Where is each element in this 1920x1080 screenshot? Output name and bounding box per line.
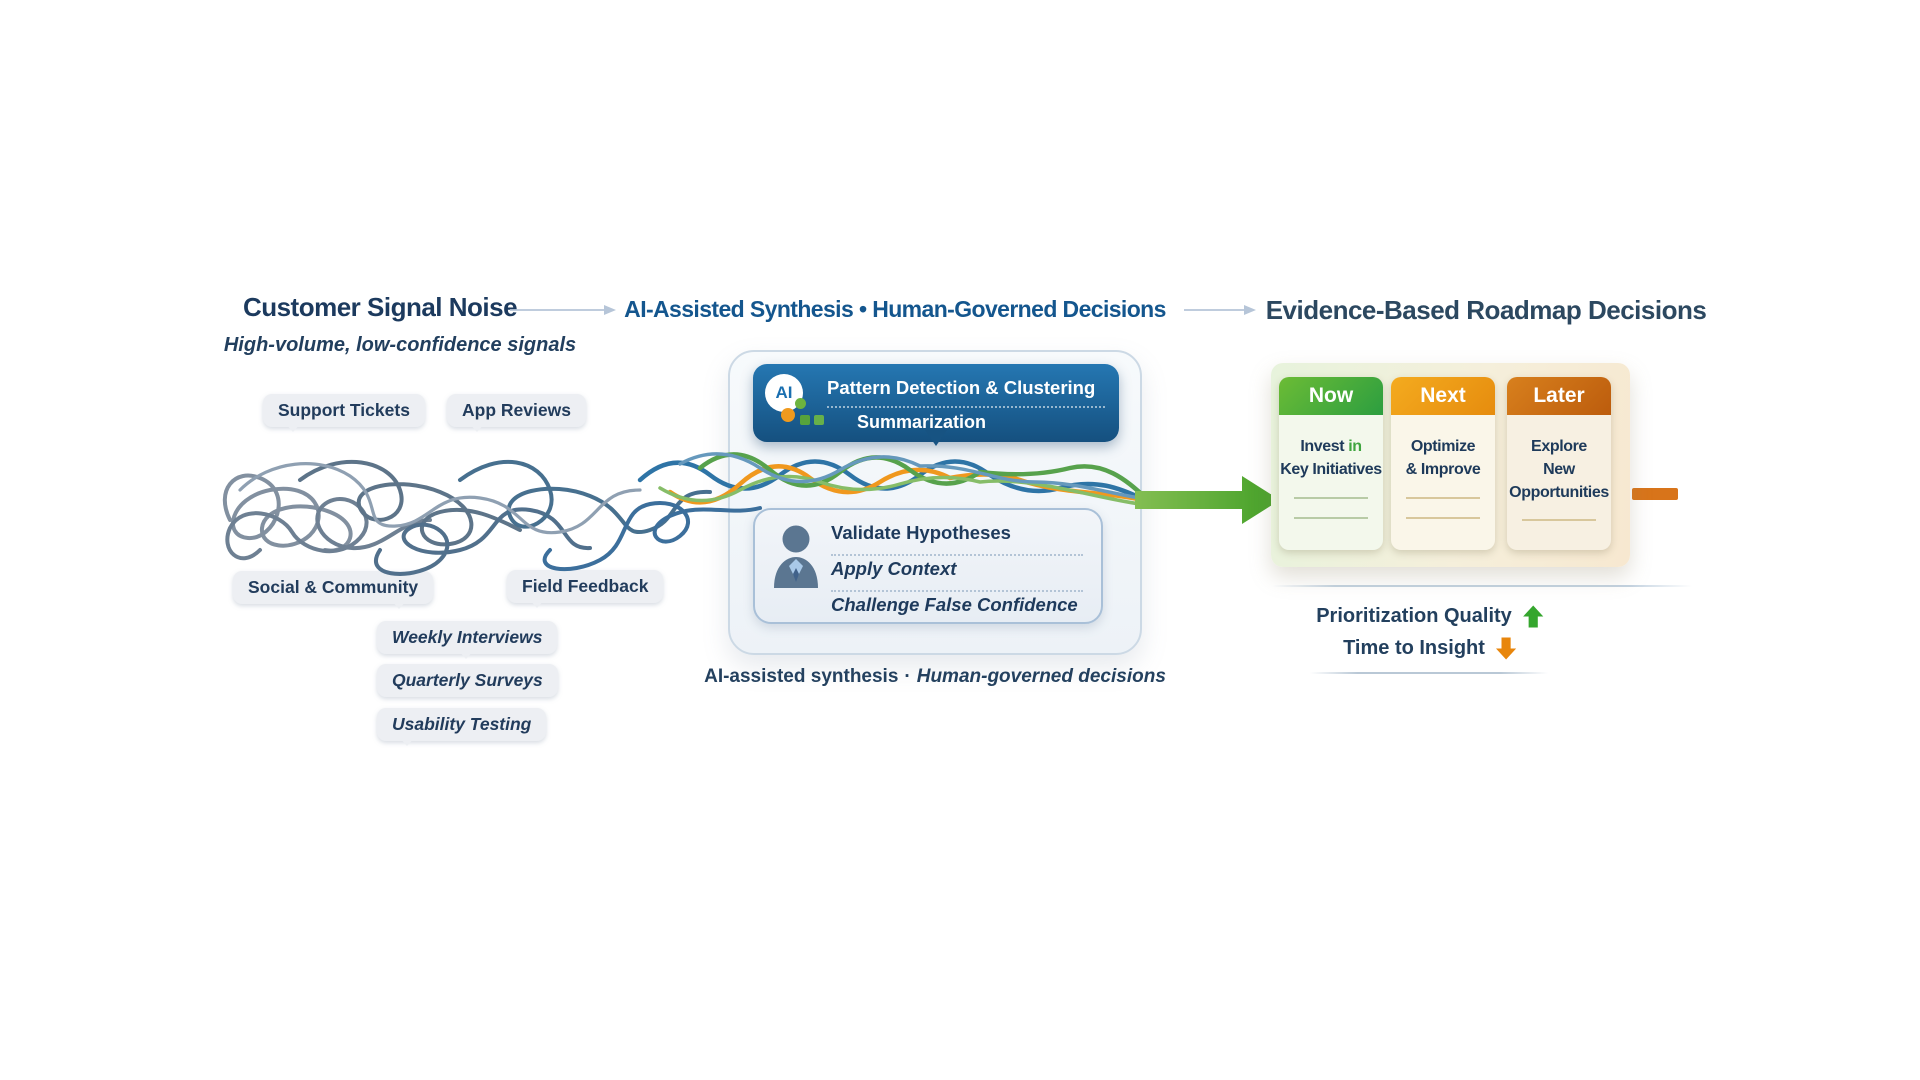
down-arrow-icon [1495, 637, 1517, 660]
now-body-line2: Key Initiatives [1280, 461, 1382, 479]
metric-time-to-insight: Time to Insight [1343, 636, 1517, 661]
caption-italic-text: Human-governed decisions [916, 666, 1166, 687]
card-rule [1522, 518, 1596, 521]
later-body-line2: New [1543, 461, 1575, 479]
card-header-now: Now [1279, 377, 1383, 415]
metrics-underline [1310, 672, 1548, 674]
card-rule [1294, 497, 1368, 500]
next-body-line1: Optimize [1410, 438, 1476, 455]
chip-usability-testing: Usability Testing [377, 708, 547, 746]
roadmap-card-now: Now Invest in Key Initiatives [1279, 377, 1383, 550]
chip-quarterly-surveys: Quarterly Surveys [377, 664, 558, 697]
human-governance-box: Validate Hypotheses Apply Context Challe… [753, 508, 1103, 624]
now-body-prefix: Invest [1300, 438, 1349, 455]
card-header-next: Next [1391, 377, 1495, 415]
ai-item-summarization: Summarization [857, 412, 987, 432]
metric-label: Prioritization Quality [1316, 605, 1512, 627]
ai-capabilities-box: AI Pattern Detection & Clustering Summar… [753, 364, 1119, 446]
roadmap-container: Now Invest in Key Initiatives Next Optim… [1271, 363, 1630, 567]
flow-arrow-icon [1135, 476, 1280, 524]
card-body-now: Invest in Key Initiatives [1279, 415, 1383, 520]
metric-prioritization-quality: Prioritization Quality [1316, 604, 1544, 629]
output-arrow-stub-icon [1632, 488, 1678, 500]
header-arrow-2-icon [1184, 305, 1256, 315]
ai-badge-icon: AI [765, 374, 803, 412]
chip-support-tickets: Support Tickets [263, 394, 425, 432]
card-rule [1406, 497, 1480, 500]
card-body-next: Optimize & Improve [1391, 415, 1495, 520]
right-column-title: Evidence-Based Roadmap Decisions [1265, 295, 1707, 325]
human-item-challenge: Challenge False Confidence [831, 594, 1078, 615]
person-icon [774, 525, 818, 588]
chip-weekly-interviews: Weekly Interviews [377, 621, 558, 659]
green-square-icon [814, 415, 824, 425]
roadmap-card-next: Next Optimize & Improve [1391, 377, 1495, 550]
caption-regular-text: AI-assisted synthesis [704, 666, 899, 687]
green-dot-icon [795, 398, 806, 409]
card-rule [1406, 517, 1480, 520]
middle-column-title: AI-Assisted Synthesis • Human-Governed D… [624, 296, 1166, 322]
roadmap-card-later: Later Explore New Opportunities [1507, 377, 1611, 550]
next-body-line2: & Improve [1405, 461, 1481, 479]
ai-item-pattern-detection: Pattern Detection & Clustering [827, 377, 1096, 398]
orange-dot-icon [781, 408, 795, 422]
up-arrow-icon [1522, 605, 1543, 628]
dotted-divider [827, 406, 1105, 408]
chip-app-reviews: App Reviews [447, 394, 586, 432]
card-header-later: Later [1507, 377, 1611, 415]
left-column-subtitle: High-volume, low-confidence signals [223, 334, 577, 356]
caption-dot: · [904, 666, 911, 687]
card-rule [1294, 517, 1368, 520]
dotted-divider [831, 590, 1083, 592]
left-column-title: Customer Signal Noise [242, 292, 518, 322]
green-square-icon [800, 415, 810, 425]
metric-label: Time to Insight [1343, 637, 1485, 659]
chip-field-feedback: Field Feedback [507, 570, 664, 608]
now-body-accent: in [1348, 438, 1362, 455]
chip-social-community: Social & Community [233, 571, 434, 609]
synthesis-caption: AI-assisted synthesis·Human-governed dec… [704, 666, 1166, 688]
later-body-line3: Opportunities [1509, 484, 1609, 502]
human-item-context: Apply Context [831, 558, 957, 579]
metrics-divider [1272, 585, 1692, 587]
human-item-validate: Validate Hypotheses [831, 522, 1011, 543]
signal-flow-artwork [222, 452, 1280, 576]
later-body-line1: Explore [1531, 438, 1587, 455]
dotted-divider [831, 554, 1083, 556]
card-body-later: Explore New Opportunities [1507, 415, 1611, 521]
header-arrow-1-icon [510, 305, 616, 315]
